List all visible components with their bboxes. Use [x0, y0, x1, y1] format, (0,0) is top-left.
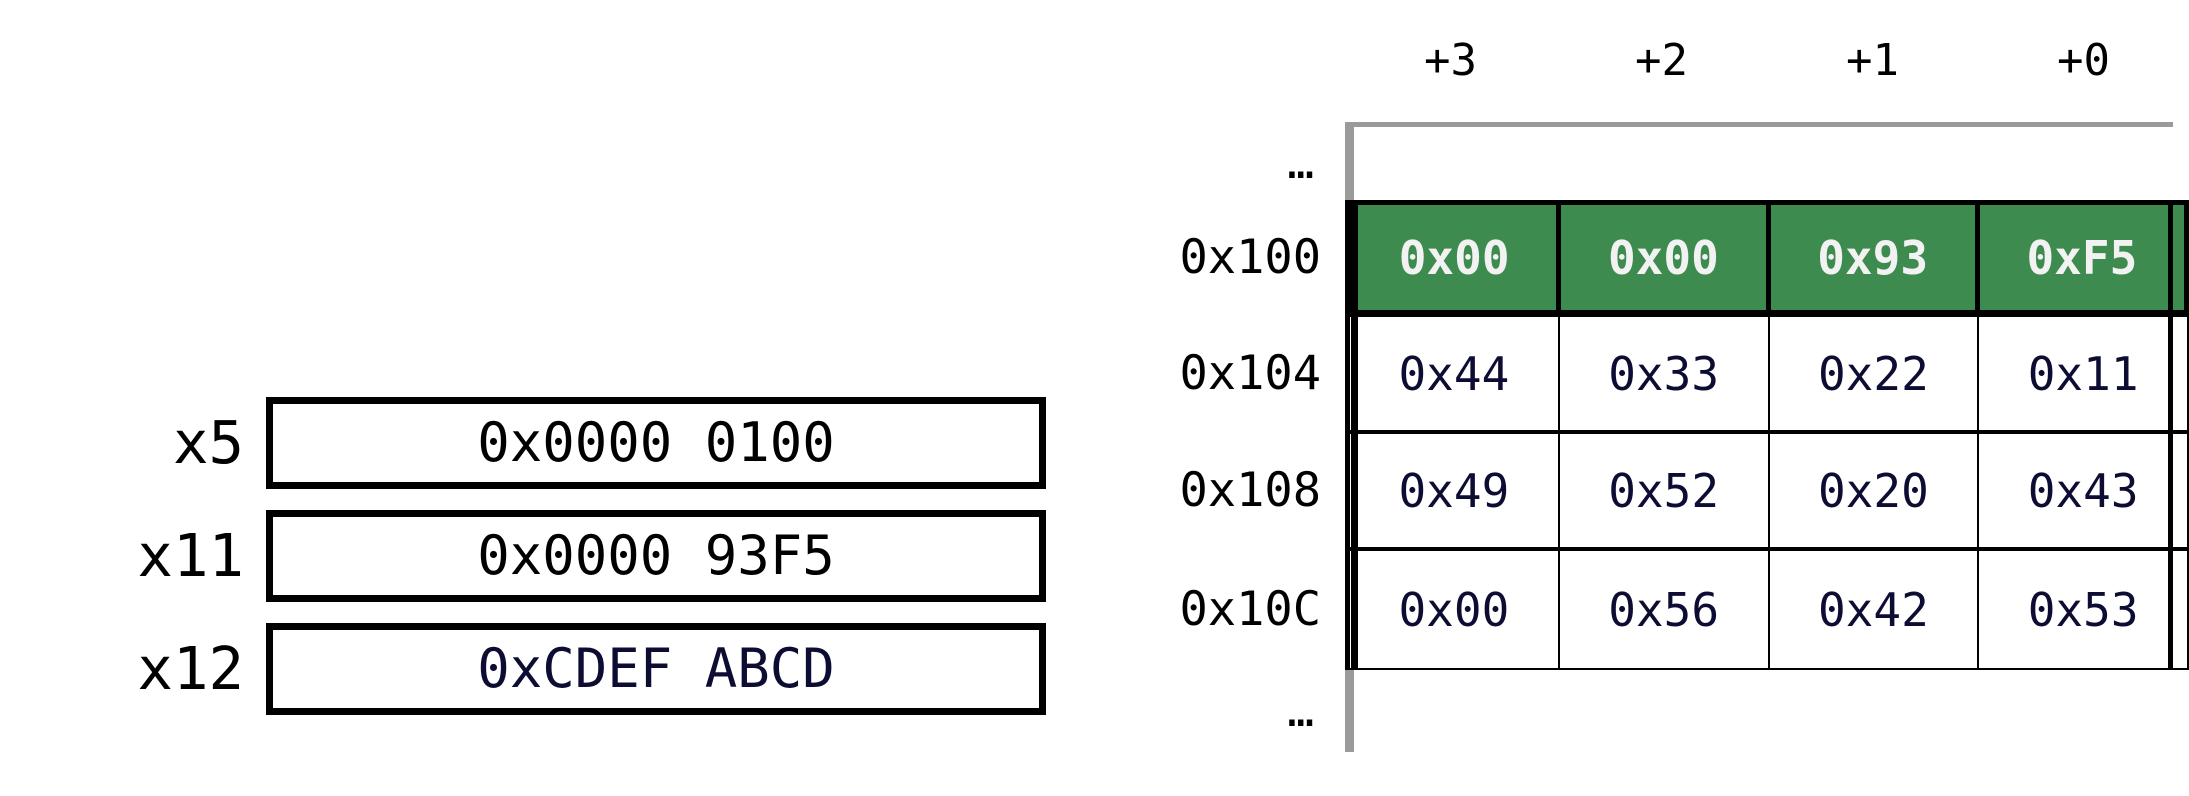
register-row: x11 0x0000 93F5 — [0, 499, 1060, 612]
memory-cell-0x104-plus1[interactable]: 0x22 — [1769, 315, 1980, 432]
column-header-plus2: +2 — [1635, 35, 1688, 86]
row-address-label: 0x100 — [1179, 230, 1321, 285]
column-header-plus3: +3 — [1424, 35, 1477, 86]
header-label-spacer — [1130, 30, 1345, 92]
register-value-box[interactable]: 0x0000 93F5 — [266, 509, 1046, 602]
column-header-plus1: +1 — [1846, 35, 1899, 86]
memory-cell — [1978, 670, 2189, 752]
memory-cell — [1767, 670, 1978, 752]
memory-table-panel: +3 +2 +1 +0 … 0x100 0x00 0x00 0x93 0xF5 … — [1130, 0, 2189, 796]
memory-cell-0x108-plus1[interactable]: 0x20 — [1769, 432, 1980, 549]
register-file-panel: x5 0x0000 0100 x11 0x0000 93F5 x12 0xCDE… — [0, 386, 1060, 746]
memory-row-cells — [1345, 127, 2189, 200]
memory-cell — [1345, 127, 1556, 200]
memory-cell — [1556, 127, 1767, 200]
register-value-text: 0xCDEF ABCD — [477, 636, 835, 700]
memory-cell-0x10C-plus0[interactable]: 0x53 — [1979, 549, 2189, 670]
row-address-label: 0x10C — [1179, 582, 1321, 637]
memory-row-cells: 0x00 0x56 0x42 0x53 — [1345, 549, 2189, 670]
memory-cell-0x108-plus0[interactable]: 0x43 — [1979, 432, 2189, 549]
memory-cell — [1978, 127, 2189, 200]
memory-cell-0x10C-plus3[interactable]: 0x00 — [1345, 549, 1560, 670]
register-name-label: x5 — [172, 408, 244, 477]
register-value-text: 0x0000 93F5 — [477, 523, 835, 587]
memory-cell — [1767, 127, 1978, 200]
memory-cell-0x100-plus1[interactable]: 0x93 — [1770, 200, 1980, 315]
memory-row-0x100[interactable]: 0x100 0x00 0x00 0x93 0xF5 — [1130, 200, 2189, 315]
register-value-box[interactable]: 0x0000 0100 — [266, 396, 1046, 489]
memory-row-cells — [1345, 670, 2189, 752]
memory-row-ellipsis-bottom: … — [1130, 670, 2189, 752]
memory-cell-0x100-plus3[interactable]: 0x00 — [1345, 200, 1562, 315]
memory-cell-0x108-plus2[interactable]: 0x52 — [1559, 432, 1770, 549]
memory-cell-0x108-plus3[interactable]: 0x49 — [1345, 432, 1560, 549]
memory-cell-0x100-plus2[interactable]: 0x00 — [1561, 200, 1771, 315]
memory-cell-0x104-plus3[interactable]: 0x44 — [1345, 315, 1560, 432]
register-name-label: x11 — [137, 521, 244, 590]
register-name-label: x12 — [137, 634, 244, 703]
row-address-label: 0x104 — [1179, 346, 1321, 401]
memory-cell — [1556, 670, 1767, 752]
row-address-label: … — [1287, 138, 1315, 189]
memory-row-cells: 0x49 0x52 0x20 0x43 — [1345, 432, 2189, 549]
memory-row-0x10C[interactable]: 0x10C 0x00 0x56 0x42 0x53 — [1130, 549, 2189, 670]
memory-column-header-row: +3 +2 +1 +0 — [1130, 30, 2189, 92]
memory-row-0x104[interactable]: 0x104 0x44 0x33 0x22 0x11 — [1130, 315, 2189, 432]
memory-row-cells: 0x00 0x00 0x93 0xF5 — [1345, 200, 2189, 315]
register-value-text: 0x0000 0100 — [477, 410, 835, 474]
memory-cell — [1345, 670, 1556, 752]
register-row: x12 0xCDEF ABCD — [0, 612, 1060, 725]
memory-cell-0x104-plus2[interactable]: 0x33 — [1559, 315, 1770, 432]
memory-row-cells: 0x44 0x33 0x22 0x11 — [1345, 315, 2189, 432]
row-address-label: 0x108 — [1179, 463, 1321, 518]
register-value-box[interactable]: 0xCDEF ABCD — [266, 622, 1046, 715]
memory-row-ellipsis-top: … — [1130, 127, 2189, 200]
register-row: x5 0x0000 0100 — [0, 386, 1060, 499]
memory-row-0x108[interactable]: 0x108 0x49 0x52 0x20 0x43 — [1130, 432, 2189, 549]
memory-cell-0x10C-plus1[interactable]: 0x42 — [1769, 549, 1980, 670]
row-address-label: … — [1287, 685, 1315, 737]
memory-cell-0x104-plus0[interactable]: 0x11 — [1979, 315, 2189, 432]
memory-cell-0x10C-plus2[interactable]: 0x56 — [1559, 549, 1770, 670]
header-divider-rule — [1345, 122, 2173, 127]
memory-cell-0x100-plus0[interactable]: 0xF5 — [1979, 200, 2189, 315]
column-header-plus0: +0 — [2057, 35, 2110, 86]
